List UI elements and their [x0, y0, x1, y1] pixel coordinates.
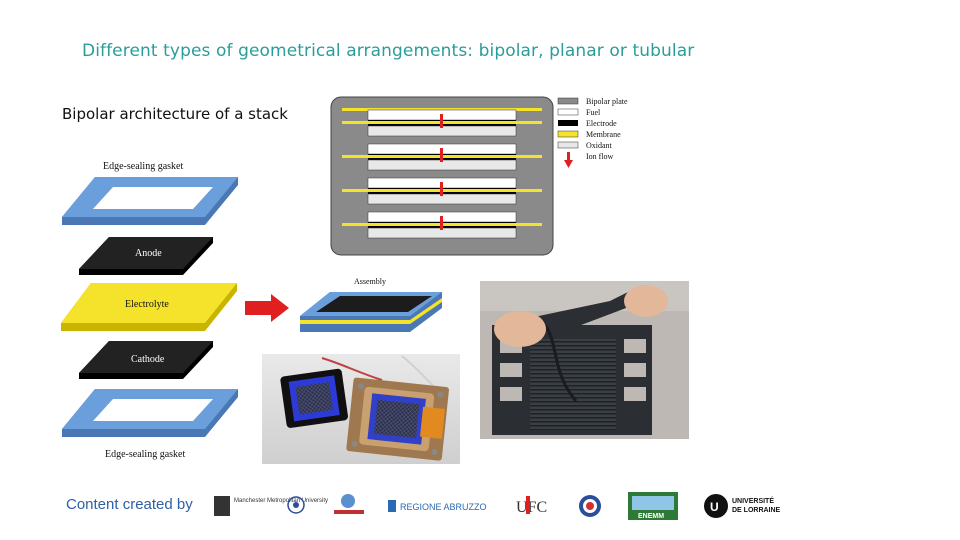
- logo-2: [287, 496, 305, 514]
- cathode-label: Cathode: [131, 354, 165, 365]
- stack-cross-section: Bipolar plate Fuel Electrode Membrane Ox…: [330, 96, 628, 256]
- svg-text:UFC: UFC: [516, 499, 547, 516]
- legend-oxidant: Oxidant: [586, 141, 613, 150]
- stack-legend: Bipolar plate Fuel Electrode Membrane Ox…: [557, 97, 628, 168]
- universite-de-lorraine-logo: U UNIVERSITÉ DE LORRAINE: [704, 494, 781, 518]
- manchester-metropolitan-logo: Manchester Metropolitan University: [214, 496, 328, 516]
- legend-bipolar-plate: Bipolar plate: [586, 97, 628, 106]
- legend-fuel: Fuel: [586, 108, 601, 117]
- single-cell-photo: [262, 354, 460, 464]
- svg-text:UNIVERSITÉ: UNIVERSITÉ: [732, 496, 774, 505]
- bottom-gasket-label: Edge-sealing gasket: [105, 449, 185, 460]
- regione-abruzzo-logo: REGIONE ABRUZZO: [388, 500, 487, 512]
- legend-membrane: Membrane: [586, 130, 621, 139]
- svg-text:REGIONE ABRUZZO: REGIONE ABRUZZO: [400, 502, 487, 512]
- svg-text:ENEMM: ENEMM: [638, 513, 664, 520]
- anode-label: Anode: [135, 248, 162, 259]
- bipolar-plate-photo: [480, 281, 689, 439]
- assembly-label: Assembly: [354, 277, 386, 286]
- electrolyte-label: Electrolyte: [125, 299, 169, 310]
- top-gasket: [62, 177, 238, 225]
- bottom-gasket: [62, 389, 238, 437]
- cathode-layer: Cathode: [79, 341, 213, 379]
- top-gasket-label: Edge-sealing gasket: [103, 161, 183, 172]
- legend-electrode: Electrode: [586, 119, 617, 128]
- svg-text:U: U: [710, 500, 719, 514]
- ion-flow-arrows: [440, 114, 443, 230]
- credit-text: Content created by: [66, 496, 193, 513]
- svg-text:DE LORRAINE: DE LORRAINE: [732, 507, 781, 514]
- exploded-stack-diagram: Edge-sealing gasket Anode Electrolyte Ca…: [61, 161, 238, 460]
- section-subtitle: Bipolar architecture of a stack: [62, 105, 288, 123]
- anode-layer: Anode: [79, 237, 213, 275]
- tecnalia-logo: [334, 494, 364, 514]
- partner-logos: Manchester Metropolitan University REGIO…: [214, 492, 781, 520]
- ufc-logo: UFC: [516, 496, 547, 516]
- svg-text:Manchester Metropolitan Univer: Manchester Metropolitan University: [234, 498, 328, 504]
- legend-ion-flow: Ion flow: [586, 152, 614, 161]
- assembly-diagram: Assembly: [300, 277, 442, 332]
- page-title: Different types of geometrical arrangeme…: [82, 41, 695, 61]
- logo-6: [579, 495, 601, 517]
- assembly-arrow-icon: [245, 294, 289, 322]
- electrolyte-layer: Electrolyte: [61, 283, 237, 331]
- enemm-logo: ENEMM: [628, 492, 678, 520]
